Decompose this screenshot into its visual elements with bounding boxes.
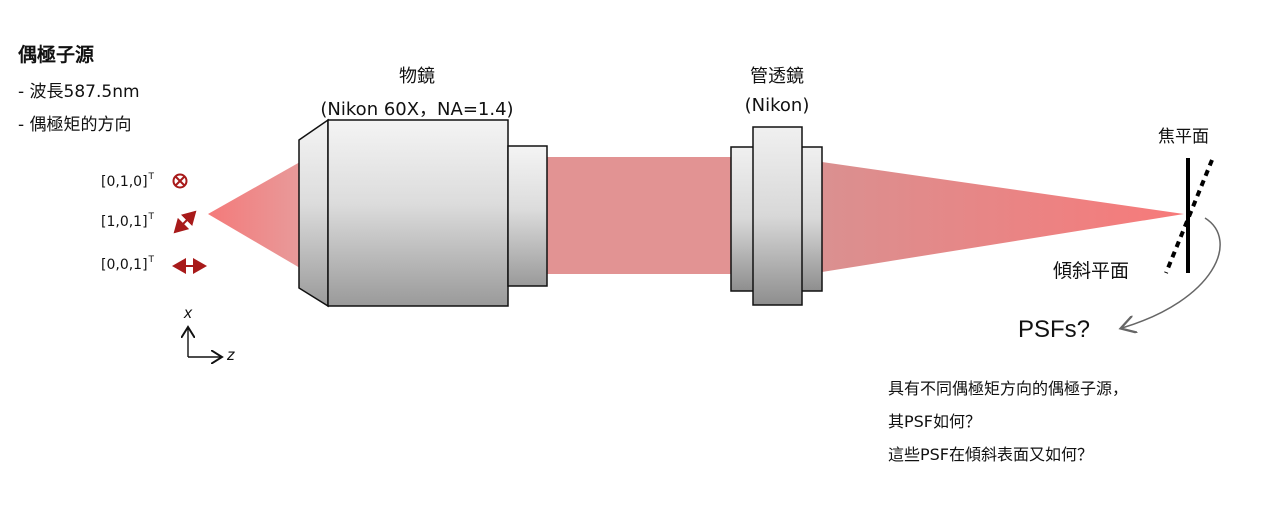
question-line-2: 其PSF如何？ xyxy=(888,412,982,431)
polarization-label-2: [0,0,1]T xyxy=(101,255,155,273)
dipole-direction-bullet: - 偶極矩的方向 xyxy=(18,115,132,135)
tilted-plane-label: 傾斜平面 xyxy=(1053,260,1130,282)
polarization-label-0: [0,1,0]T xyxy=(101,172,155,190)
source-cone-beam xyxy=(208,162,300,268)
circle-cross-icon xyxy=(172,173,188,189)
source-title: 偶極子源 xyxy=(18,44,95,66)
psfs-label: PSFs? xyxy=(1018,316,1091,343)
psfs-curved-arrow xyxy=(1122,217,1221,328)
wavelength-bullet: - 波長587.5nm xyxy=(18,82,140,102)
objective-name: 物鏡 xyxy=(399,66,435,87)
objective-lens xyxy=(298,118,548,308)
x-axis-label: x xyxy=(184,305,192,322)
question-line-3: 這些PSF在傾斜表面又如何？ xyxy=(888,445,1094,464)
tube-lens-spec: (Nikon) xyxy=(744,95,810,116)
tilted-plane-line xyxy=(1164,159,1214,274)
focal-plane-label: 焦平面 xyxy=(1158,127,1209,147)
focusing-beam xyxy=(822,162,1184,272)
diagonal-double-arrow-icon xyxy=(173,210,197,234)
z-axis-label: z xyxy=(227,347,235,364)
polarization-label-1: [1,0,1]T xyxy=(101,212,155,230)
tube-lens xyxy=(730,126,823,306)
parallel-beam xyxy=(547,157,731,274)
question-line-1: 具有不同偶極矩方向的偶極子源， xyxy=(888,379,1129,398)
objective-spec: (Nikon 60X，NA=1.4) xyxy=(320,99,514,120)
tube-lens-name: 管透鏡 xyxy=(750,66,804,87)
